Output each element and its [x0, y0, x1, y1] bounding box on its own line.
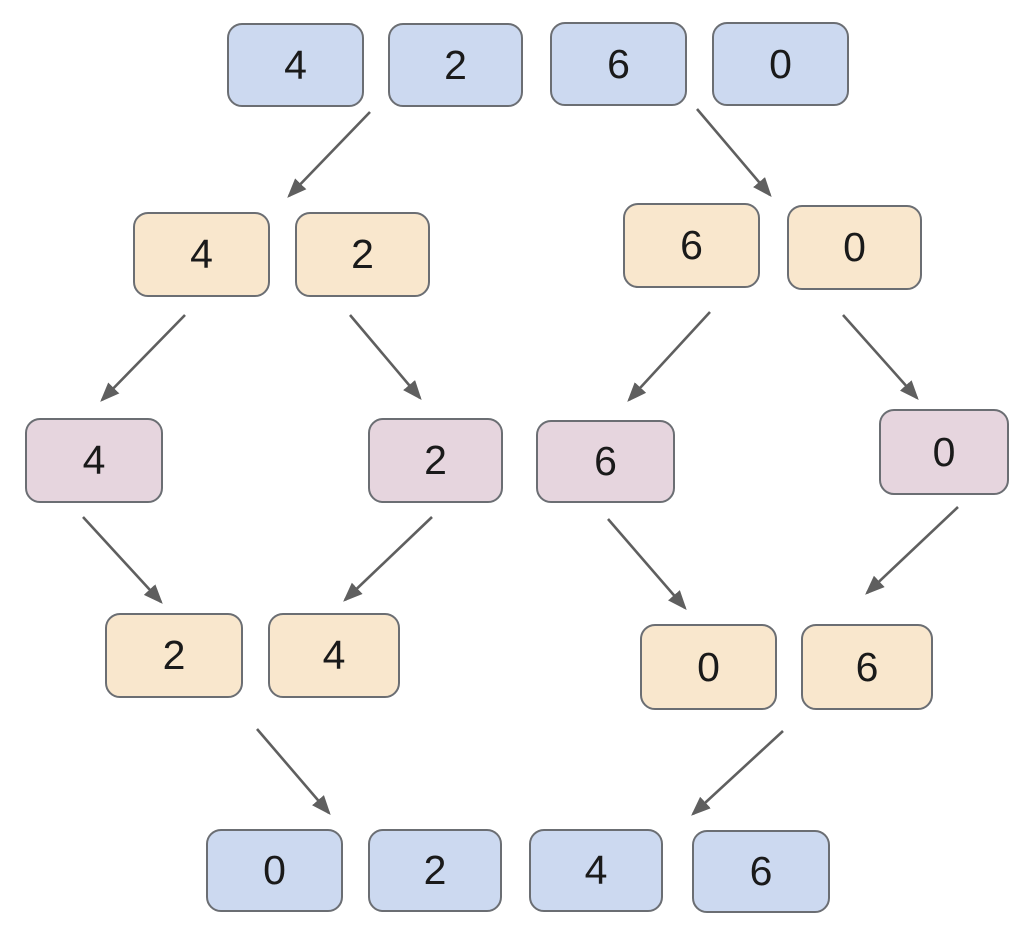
node-level3-value2: 2 — [368, 418, 503, 503]
node-level5-value4: 4 — [529, 829, 663, 912]
node-level4-value0: 0 — [640, 624, 777, 710]
arrow-split-l2-0 — [842, 314, 919, 400]
node-level2-value0: 0 — [787, 205, 922, 290]
node-level1-value0: 0 — [712, 22, 849, 106]
arrow-merge-l3-4 — [82, 516, 163, 604]
node-level4-value2: 2 — [105, 613, 243, 698]
node-level5-value6: 6 — [692, 830, 830, 913]
node-level1-value4: 4 — [227, 23, 364, 107]
node-level1-value6: 6 — [550, 22, 687, 106]
node-level3-value4: 4 — [25, 418, 163, 503]
node-level1-value2: 2 — [388, 23, 523, 107]
node-level2-value2: 2 — [295, 212, 430, 297]
arrow-split-right-l1 — [696, 108, 772, 197]
node-level4-value6: 6 — [801, 624, 933, 710]
arrow-merge-l3-0 — [865, 506, 959, 595]
arrow-merge-left-l4 — [256, 728, 331, 815]
arrow-split-l2-4 — [100, 314, 186, 402]
arrow-split-l2-6 — [627, 311, 711, 402]
node-level2-value6: 6 — [623, 203, 760, 288]
arrow-merge-l3-6 — [607, 518, 687, 610]
node-level5-value0: 0 — [206, 829, 343, 912]
node-level5-value2: 2 — [368, 829, 502, 912]
node-level4-value4: 4 — [268, 613, 400, 698]
arrow-merge-right-l4 — [691, 730, 784, 816]
node-level3-value0: 0 — [879, 409, 1009, 495]
arrow-merge-l3-2 — [343, 516, 433, 602]
node-level2-value4: 4 — [133, 212, 270, 297]
node-level3-value6: 6 — [536, 420, 675, 503]
arrow-split-left-l1 — [287, 111, 371, 198]
arrow-split-l2-2 — [349, 314, 422, 400]
